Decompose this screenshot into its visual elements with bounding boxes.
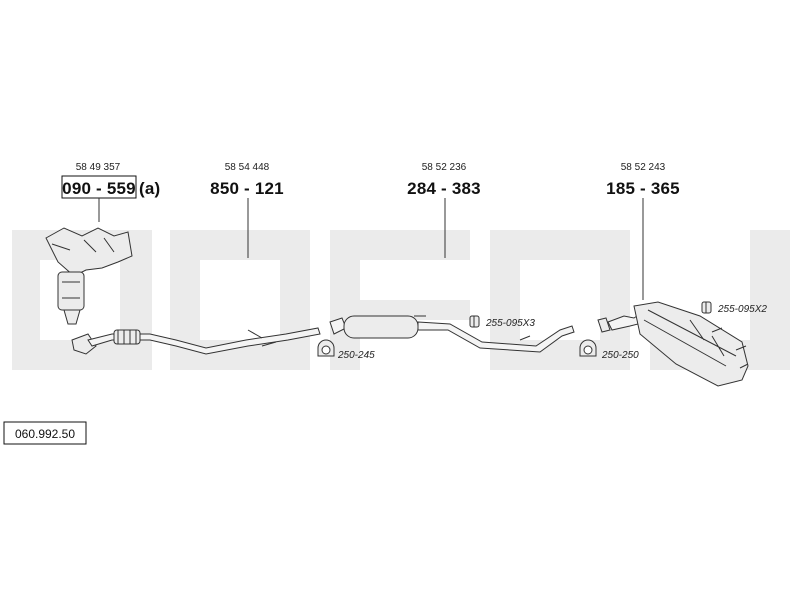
part-ref-middle-silencer: 58 52 236 — [422, 162, 467, 173]
front-pipe-icon — [71, 327, 321, 355]
part-group-manifold: 58 49 357 090 - 559 (a) — [45, 162, 160, 325]
set-number-box — [3, 421, 87, 445]
clamp-icon — [317, 339, 335, 357]
accessory-code[interactable]: 250-245 — [337, 350, 375, 361]
middle-silencer-icon — [329, 315, 575, 353]
rubber-mount-icon — [469, 315, 480, 328]
clamp-icon — [579, 339, 597, 357]
accessory-clamp-2: 250-250 — [579, 339, 639, 361]
part-number-rear-silencer[interactable]: 185 - 365 — [606, 179, 680, 198]
part-suffix-manifold: (a) — [139, 179, 160, 198]
accessory-mount-2: 255-095X2 — [701, 301, 767, 315]
rear-silencer-icon — [597, 301, 749, 387]
part-group-front-pipe: 58 54 448 850 - 121 — [210, 162, 284, 258]
part-ref-rear-silencer: 58 52 243 — [621, 162, 666, 173]
set-number: 060.992.50 — [3, 421, 87, 445]
part-number-manifold[interactable]: 090 - 559 — [62, 179, 136, 198]
part-number-front-pipe[interactable]: 850 - 121 — [210, 179, 284, 198]
rubber-mount-icon — [701, 301, 712, 314]
part-ref-front-pipe: 58 54 448 — [225, 162, 270, 173]
part-number-middle-silencer[interactable]: 284 - 383 — [407, 179, 481, 198]
set-number-text: 060.992.50 — [15, 427, 75, 441]
accessory-code[interactable]: 250-250 — [601, 350, 639, 361]
part-group-rear-silencer: 58 52 243 185 - 365 — [606, 162, 680, 300]
accessory-code[interactable]: 255-095X2 — [717, 304, 767, 315]
accessory-mount-1: 255-095X3 — [469, 315, 535, 329]
part-group-middle-silencer: 58 52 236 284 - 383 — [407, 162, 481, 258]
accessory-clamp-1: 250-245 — [317, 339, 375, 361]
part-ref-manifold: 58 49 357 — [76, 162, 121, 173]
exhaust-manifold-catalyst-icon — [45, 227, 133, 325]
accessory-code[interactable]: 255-095X3 — [485, 318, 535, 329]
